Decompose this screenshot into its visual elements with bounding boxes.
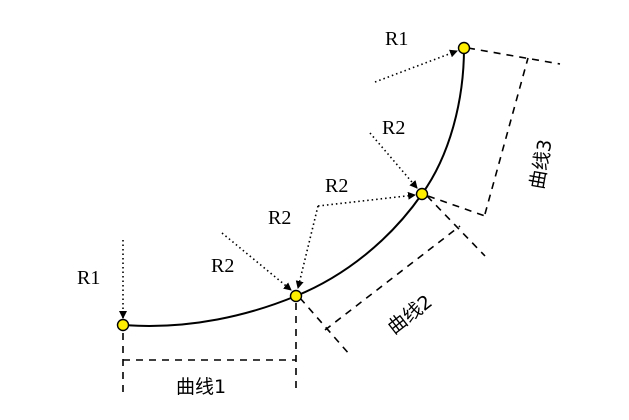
curve2-lower-dim (299, 297, 351, 356)
label-r2-mid-left: R2 (211, 255, 234, 277)
curve2-span-line (324, 225, 461, 331)
point-start (116, 318, 130, 332)
point-curve2-end (415, 187, 429, 201)
r2-mid-left-arrow (221, 232, 292, 291)
label-r1-top: R1 (385, 28, 408, 50)
label-r2-mid-right: R2 (325, 175, 348, 197)
main-curve (122, 47, 465, 327)
point-curve1-end (289, 289, 303, 303)
curve2-upper-dim (426, 195, 486, 257)
label-r1-left: R1 (77, 267, 100, 289)
point-curve3-end (457, 41, 471, 55)
curve3-span-line (484, 57, 529, 215)
label-curve1: 曲线1 (176, 376, 226, 398)
r2-mid-right-arrow (317, 191, 416, 207)
curve3-lower-dim (427, 195, 486, 217)
r2-mid-upper-arrow (295, 205, 319, 289)
label-curve2: 曲线2 (384, 291, 437, 339)
label-r2-mid-upper: R2 (268, 207, 291, 229)
label-r2-upper: R2 (382, 117, 405, 139)
r2-upper-arrow (369, 132, 418, 189)
r1-top-arrow (374, 49, 458, 83)
curve3-upper-dim (467, 47, 561, 65)
label-curve3: 曲线3 (526, 138, 556, 191)
